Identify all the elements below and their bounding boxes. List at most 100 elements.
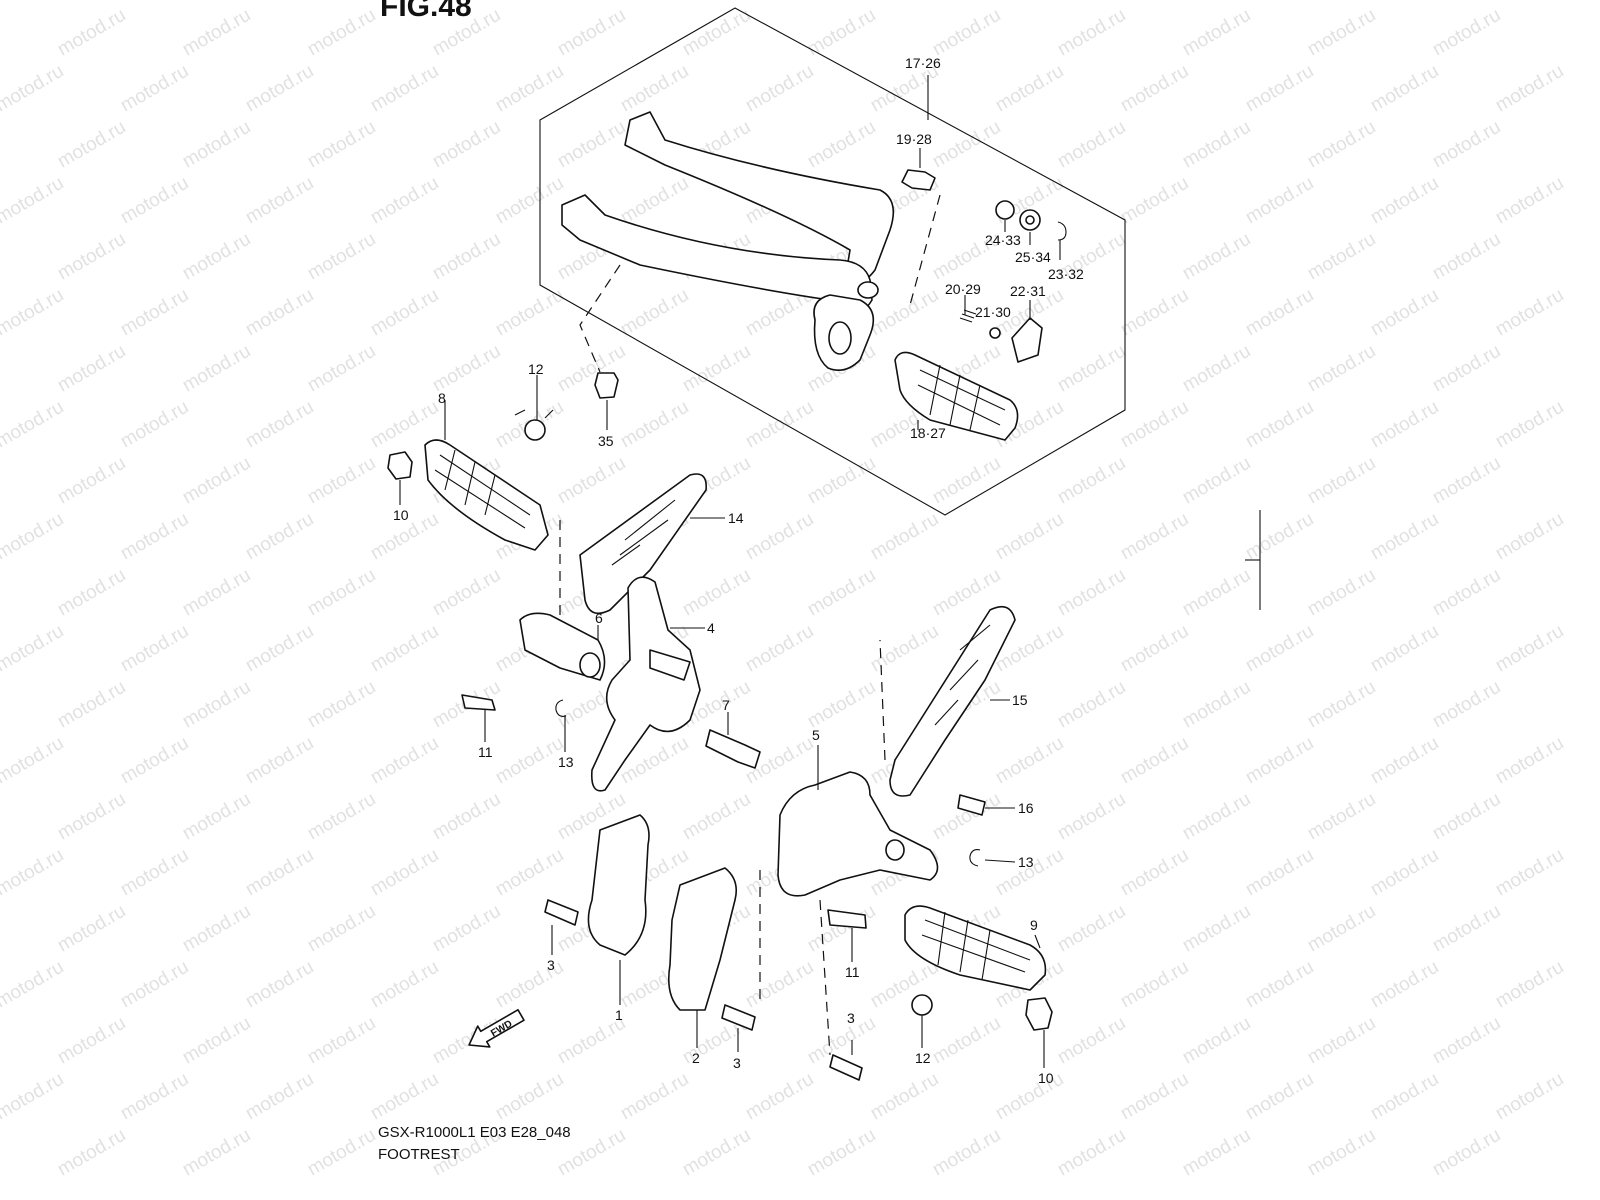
watermark-text: motod.ru: [1492, 1069, 1567, 1125]
right-clip-13: [969, 849, 981, 867]
watermark-text: motod.ru: [1492, 509, 1567, 565]
watermark-text: motod.ru: [429, 341, 504, 397]
watermark-text: motod.ru: [304, 901, 379, 957]
watermark-text: motod.ru: [1429, 1013, 1504, 1069]
watermark-text: motod.ru: [367, 733, 442, 789]
watermark-text: motod.ru: [617, 285, 692, 341]
watermark-text: motod.ru: [179, 565, 254, 621]
rear-footpeg-grip: [917, 364, 1006, 431]
watermark-text: motod.ru: [1054, 5, 1129, 61]
watermark-text: motod.ru: [617, 397, 692, 453]
watermark-text: motod.ru: [1367, 733, 1442, 789]
right-bracket-pivot: [885, 839, 905, 861]
callout-8: 8: [438, 390, 446, 406]
watermark-text: motod.ru: [617, 173, 692, 229]
watermark-text: motod.ru: [554, 341, 629, 397]
watermark-text: motod.ru: [679, 341, 754, 397]
watermark-text: motod.ru: [804, 565, 879, 621]
watermark-text: motod.ru: [1179, 117, 1254, 173]
callout-2: 2: [692, 1050, 700, 1066]
watermark-text: motod.ru: [1179, 1013, 1254, 1069]
watermark-text: motod.ru: [1492, 397, 1567, 453]
watermark-text: motod.ru: [1367, 173, 1442, 229]
watermark-text: motod.ru: [1117, 1069, 1192, 1125]
clip-23-32: [1057, 221, 1067, 241]
watermark-text: motod.ru: [1054, 117, 1129, 173]
watermark-text: motod.ru: [929, 1125, 1004, 1181]
callout-20-29: 20·29: [945, 281, 981, 297]
right-pin-11: [827, 909, 867, 929]
watermark-text: motod.ru: [554, 453, 629, 509]
watermark-text: motod.ru: [1304, 117, 1379, 173]
watermark-text: motod.ru: [242, 509, 317, 565]
watermark-text: motod.ru: [742, 61, 817, 117]
watermark-text: motod.ru: [1429, 341, 1504, 397]
watermark-text: motod.ru: [179, 453, 254, 509]
callout-10-right: 10: [1038, 1070, 1054, 1086]
heel-guard-left: [579, 473, 707, 615]
watermark-text: motod.ru: [367, 1069, 442, 1125]
watermark-text: motod.ru: [0, 733, 67, 789]
watermark-text: motod.ru: [1304, 677, 1379, 733]
watermark-text: motod.ru: [1304, 1125, 1379, 1181]
callout-3-left: 3: [547, 957, 555, 973]
watermark-text: motod.ru: [242, 957, 317, 1013]
watermark-text: motod.ru: [679, 1125, 754, 1181]
watermark-text: motod.ru: [1179, 453, 1254, 509]
watermark-text: motod.ru: [1429, 1125, 1504, 1181]
callout-24-33: 24·33: [985, 232, 1021, 248]
watermark-text: motod.ru: [242, 61, 317, 117]
left-bracket-tab: [649, 649, 691, 681]
watermark-text: motod.ru: [1054, 1013, 1129, 1069]
watermark-text: motod.ru: [804, 901, 879, 957]
watermark-text: motod.ru: [117, 61, 192, 117]
watermark-text: motod.ru: [1429, 117, 1504, 173]
watermark-text: motod.ru: [1117, 957, 1192, 1013]
watermark-text: motod.ru: [1054, 453, 1129, 509]
watermark-text: motod.ru: [429, 1013, 504, 1069]
ball-21-30: [989, 327, 1001, 339]
watermark-text: motod.ru: [1117, 285, 1192, 341]
watermark-text: motod.ru: [0, 845, 67, 901]
watermark-text: motod.ru: [0, 509, 67, 565]
watermark-text: motod.ru: [429, 229, 504, 285]
watermark-text: motod.ru: [1304, 565, 1379, 621]
watermark-text: motod.ru: [54, 1013, 129, 1069]
watermark-text: motod.ru: [242, 397, 317, 453]
watermark-text: motod.ru: [554, 117, 629, 173]
watermark-text: motod.ru: [304, 5, 379, 61]
watermark-text: motod.ru: [179, 341, 254, 397]
left-plate-1: [587, 814, 650, 956]
watermark-text: motod.ru: [1242, 509, 1317, 565]
watermark-text: motod.ru: [117, 397, 192, 453]
watermark-text: motod.ru: [992, 61, 1067, 117]
watermark-text: motod.ru: [1117, 509, 1192, 565]
watermark-text: motod.ru: [242, 173, 317, 229]
watermark-text: motod.ru: [1117, 61, 1192, 117]
watermark-text: motod.ru: [1304, 901, 1379, 957]
watermark-text: motod.ru: [304, 341, 379, 397]
watermark-text: motod.ru: [1179, 901, 1254, 957]
figure-title: FIG.48: [380, 0, 472, 23]
rear-bracket-pivot-hole: [857, 281, 879, 299]
watermark-text: motod.ru: [1304, 1013, 1379, 1069]
watermark-text: motod.ru: [367, 845, 442, 901]
rear-bracket-hole: [828, 321, 852, 355]
assembly-lines: [559, 194, 941, 1056]
watermark-text: motod.ru: [1242, 957, 1317, 1013]
watermark-text: motod.ru: [304, 117, 379, 173]
watermark-text: motod.ru: [1367, 285, 1442, 341]
watermark-text: motod.ru: [367, 957, 442, 1013]
watermark-text: motod.ru: [1367, 621, 1442, 677]
watermark-text: motod.ru: [1179, 677, 1254, 733]
bolt-3-right: [829, 1054, 863, 1081]
watermark-text: motod.ru: [1429, 229, 1504, 285]
watermark-text: motod.ru: [304, 565, 379, 621]
watermark-text: motod.ru: [1367, 397, 1442, 453]
callout-7: 7: [722, 697, 730, 713]
callout-9: 9: [1030, 917, 1038, 933]
watermark-text: motod.ru: [54, 341, 129, 397]
watermark-text: motod.ru: [1492, 845, 1567, 901]
watermark-text: motod.ru: [867, 621, 942, 677]
